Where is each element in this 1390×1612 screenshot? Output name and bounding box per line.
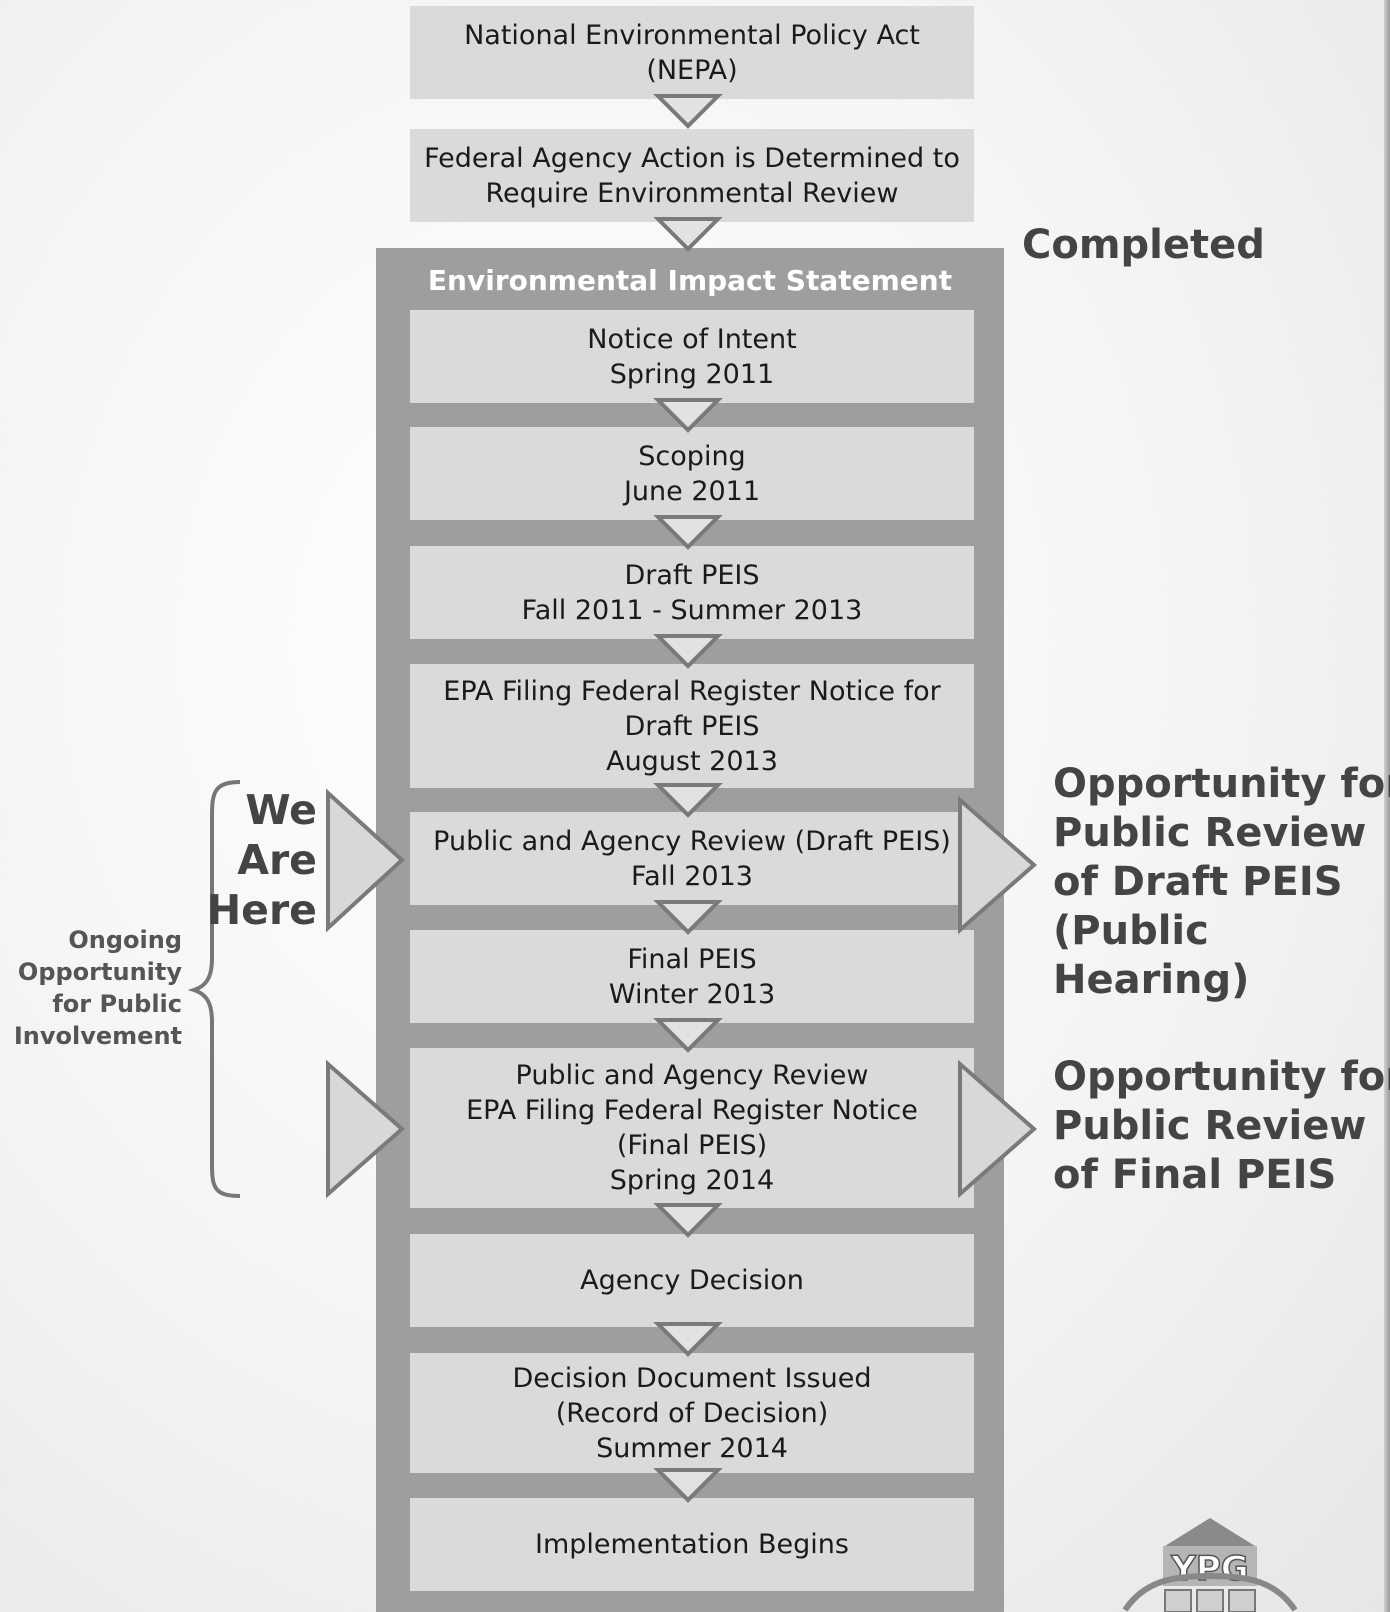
step-line: Public and Agency Review (Draft PEIS)	[433, 825, 951, 857]
ongoing-line: Involvement	[13, 1022, 182, 1050]
step-line: Decision Document Issued	[512, 1362, 872, 1394]
down-arrow-icon	[653, 515, 723, 550]
opportunity-line: (Public	[1053, 908, 1209, 954]
step-line: August 2013	[606, 745, 778, 777]
down-arrow-icon	[653, 783, 723, 818]
page-right-edge	[1384, 0, 1390, 1612]
down-arrow-icon	[653, 900, 723, 935]
down-arrow-icon	[653, 398, 723, 433]
down-arrow-icon	[653, 217, 723, 252]
step-line: Spring 2011	[609, 358, 775, 390]
curly-brace-icon	[187, 780, 241, 1198]
step-line: Implementation Begins	[535, 1529, 849, 1560]
step-line: Public and Agency Review	[515, 1060, 869, 1091]
opportunity-line: Public Review	[1053, 810, 1367, 856]
opportunity-line: Opportunity for	[1053, 1054, 1390, 1100]
step-public-review-final: Public and Agency Review EPA Filing Fede…	[410, 1048, 974, 1208]
down-arrow-icon	[653, 1322, 723, 1357]
step-line: Notice of Intent	[587, 323, 797, 355]
step-line: Spring 2014	[609, 1165, 775, 1196]
step-line: (NEPA)	[646, 54, 738, 86]
step-line: Fall 2013	[631, 860, 753, 892]
step-notice-of-intent: Notice of Intent Spring 2011	[410, 310, 974, 403]
completed-label: Completed	[1022, 222, 1265, 268]
we-are-here-label: We Are Here	[205, 785, 317, 935]
down-arrow-icon	[653, 1018, 723, 1053]
ypg-logo-icon: YPG	[1122, 1518, 1298, 1612]
step-agency-decision: Agency Decision	[410, 1234, 974, 1327]
step-nepa: National Environmental Policy Act (NEPA)	[410, 6, 974, 99]
ongoing-line: Ongoing	[68, 926, 182, 954]
pointer-triangle-icon	[958, 795, 1038, 935]
opportunity-line: Public Review	[1053, 1103, 1367, 1149]
step-line: (Record of Decision)	[555, 1397, 829, 1429]
step-line: June 2011	[623, 475, 761, 507]
step-line: Scoping	[638, 440, 746, 472]
opportunity-line: Opportunity for	[1053, 761, 1390, 807]
svg-text:YPG: YPG	[1170, 1549, 1248, 1589]
step-line: Draft PEIS	[624, 559, 760, 591]
ongoing-line: Opportunity	[17, 958, 182, 986]
step-draft-peis: Draft PEIS Fall 2011 - Summer 2013	[410, 546, 974, 639]
down-arrow-icon	[653, 634, 723, 669]
step-final-peis: Final PEIS Winter 2013	[410, 930, 974, 1023]
step-line: (Final PEIS)	[616, 1130, 768, 1161]
step-decision-document: Decision Document Issued (Record of Deci…	[410, 1353, 974, 1473]
opportunity-line: of Draft PEIS	[1053, 859, 1343, 905]
we-are-here-line: Are	[237, 836, 317, 884]
step-scoping: Scoping June 2011	[410, 427, 974, 520]
step-line: Final PEIS	[627, 943, 757, 975]
step-line: National Environmental Policy Act	[464, 19, 920, 51]
ongoing-line: for Public	[52, 990, 182, 1018]
we-are-here-line: Here	[206, 886, 317, 934]
step-implementation: Implementation Begins	[410, 1498, 974, 1591]
step-line: EPA Filing Federal Register Notice	[466, 1095, 918, 1126]
down-arrow-icon	[653, 94, 723, 129]
opportunity-final-label: Opportunity for Public Review of Final P…	[1053, 1053, 1390, 1200]
step-federal-action: Federal Agency Action is Determined to R…	[410, 129, 974, 222]
step-line: Fall 2011 - Summer 2013	[521, 594, 863, 626]
down-arrow-icon	[653, 1203, 723, 1238]
pointer-triangle-icon	[958, 1059, 1038, 1199]
step-line: Agency Decision	[580, 1265, 804, 1296]
pointer-triangle-icon	[326, 1059, 406, 1199]
step-line: EPA Filing Federal Register Notice for	[443, 675, 941, 707]
step-line: Summer 2014	[596, 1432, 788, 1464]
opportunity-draft-label: Opportunity for Public Review of Draft P…	[1053, 760, 1390, 1005]
step-line: Require Environmental Review	[485, 177, 899, 209]
we-are-here-line: We	[245, 786, 317, 834]
opportunity-line: Hearing)	[1053, 957, 1250, 1003]
step-line: Federal Agency Action is Determined to	[424, 142, 960, 174]
opportunity-line: of Final PEIS	[1053, 1152, 1337, 1198]
step-epa-filing-draft: EPA Filing Federal Register Notice for D…	[410, 664, 974, 788]
pointer-triangle-icon	[326, 788, 405, 933]
step-line: Winter 2013	[608, 978, 776, 1010]
step-public-review-draft: Public and Agency Review (Draft PEIS) Fa…	[410, 812, 974, 905]
step-line: Draft PEIS	[624, 710, 760, 742]
down-arrow-icon	[653, 1468, 723, 1503]
ongoing-opportunity-label: Ongoing Opportunity for Public Involveme…	[0, 924, 182, 1052]
eis-title: Environmental Impact Statement	[427, 264, 953, 297]
